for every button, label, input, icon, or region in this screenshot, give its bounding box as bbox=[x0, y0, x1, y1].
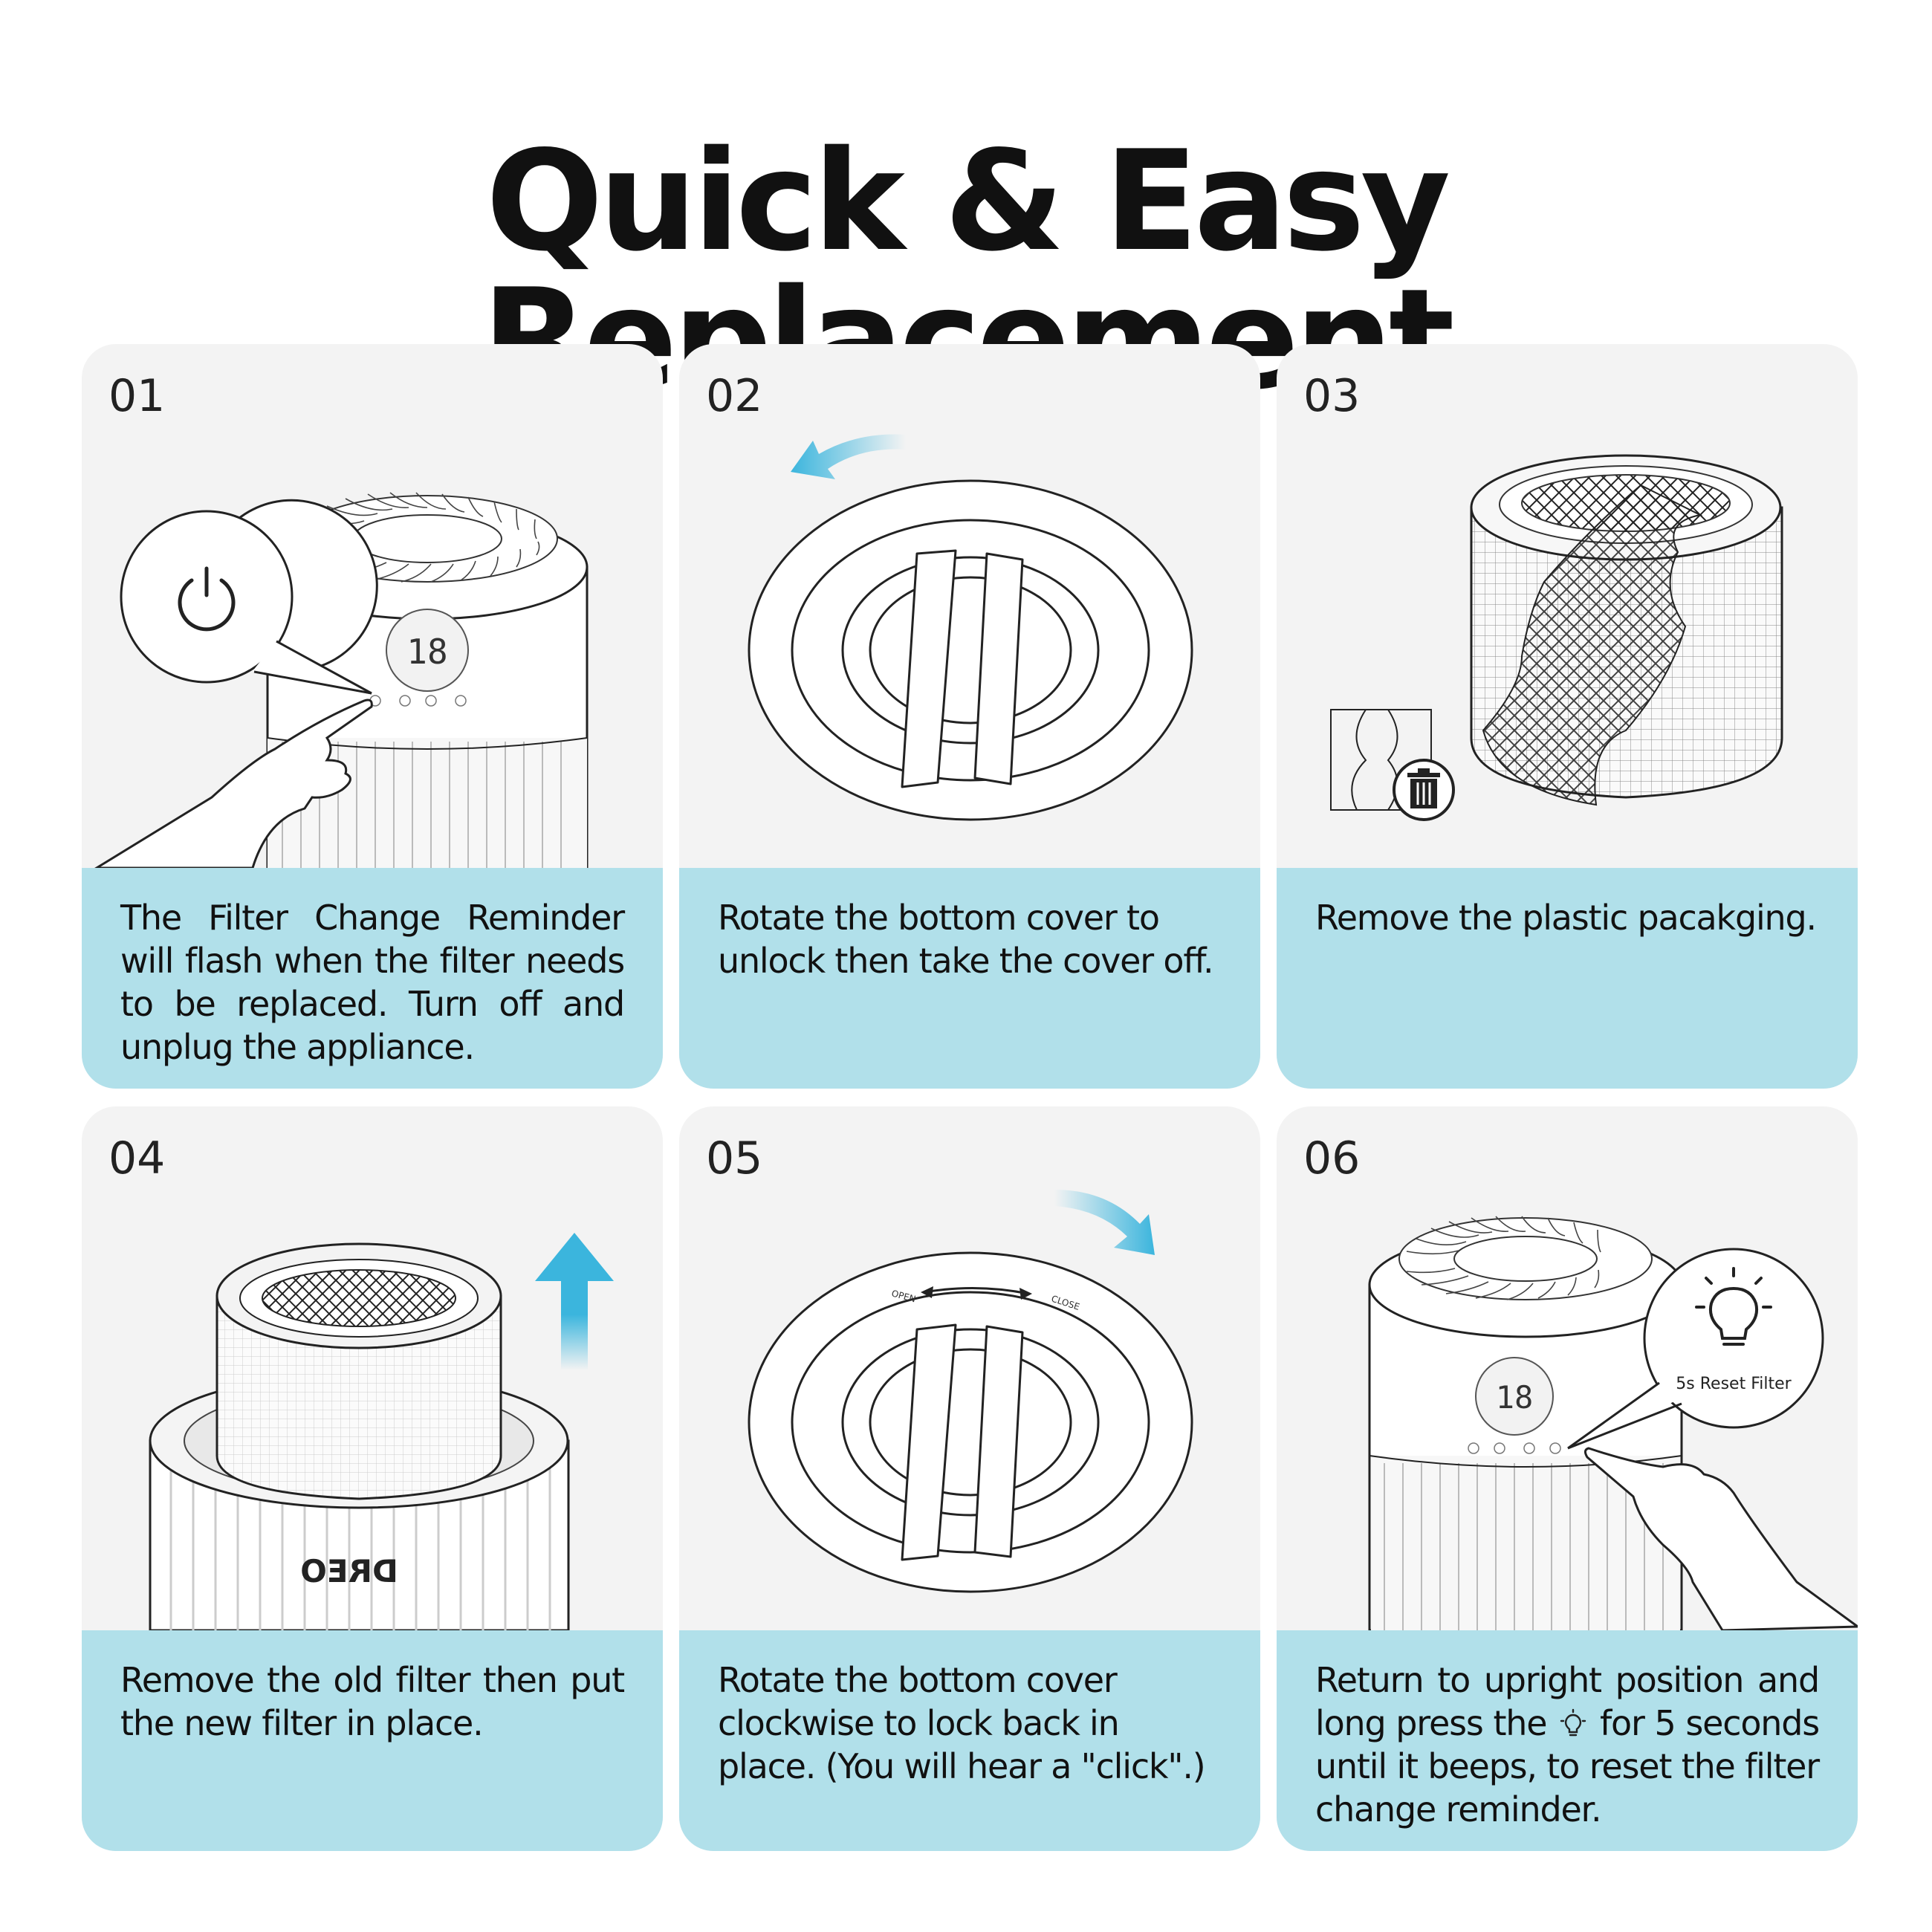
step-description-part-1: Return to upright position and long pres… bbox=[1315, 1660, 1820, 1743]
step-description: The Filter Change Reminder will flash wh… bbox=[82, 868, 663, 1089]
page-title: Quick & Easy Replacement bbox=[482, 120, 1454, 420]
step-description: Return to upright position and long pres… bbox=[1277, 1630, 1858, 1851]
purifier-power-illustration: 18 bbox=[94, 492, 589, 868]
bottom-cover-unlock-illustration bbox=[748, 434, 1193, 821]
hand-illustration bbox=[94, 698, 373, 868]
brand-logo: DREO bbox=[300, 1553, 398, 1589]
step-description: Remove the plastic pacakging. bbox=[1277, 868, 1858, 1089]
step-description: Rotate the bottom cover clockwise to loc… bbox=[679, 1630, 1260, 1851]
rotate-right-arrow-icon bbox=[1054, 1190, 1155, 1255]
bottom-cover-lock-illustration: OPEN CLOSE bbox=[748, 1190, 1193, 1593]
display-readout: 18 bbox=[1496, 1379, 1534, 1416]
step-description: Remove the old filter then put the new f… bbox=[82, 1630, 663, 1851]
step-card-05: OPEN CLOSE 05 Rotate the bottom cover cl… bbox=[679, 1106, 1260, 1851]
filter-insert-illustration: DREO bbox=[149, 1233, 614, 1630]
step-number: 02 bbox=[706, 370, 763, 422]
light-bulb-icon bbox=[1560, 1708, 1586, 1737]
step-number: 04 bbox=[108, 1132, 166, 1184]
step-number: 01 bbox=[108, 370, 166, 422]
reset-filter-illustration: 18 5s Reset Filter bbox=[1368, 1216, 1858, 1630]
step-card-06: 18 5s Reset Filter 06 Return to upright … bbox=[1277, 1106, 1858, 1851]
reset-filter-callout-label: 5s Reset Filter bbox=[1676, 1375, 1792, 1393]
step-number: 06 bbox=[1303, 1132, 1361, 1184]
power-icon bbox=[178, 566, 236, 632]
trash-icon bbox=[1393, 759, 1455, 821]
hand-illustration bbox=[1583, 1447, 1858, 1630]
step-description-part-2: for 5 seconds until it beeps, to reset t… bbox=[1315, 1703, 1820, 1829]
filter-unwrap-illustration bbox=[1330, 454, 1783, 821]
step-card-02: 02 Rotate the bottom cover to unlock the… bbox=[679, 344, 1260, 1089]
step-card-04: DREO 04 Remove the old filter then put t… bbox=[82, 1106, 663, 1851]
step-number: 05 bbox=[706, 1132, 763, 1184]
step-card-03: 03 Remove the plastic pacakging. bbox=[1277, 344, 1858, 1089]
light-bulb-icon bbox=[1695, 1267, 1772, 1346]
up-arrow-icon bbox=[535, 1233, 614, 1370]
display-readout: 18 bbox=[406, 632, 447, 672]
step-description: Rotate the bottom cover to unlock then t… bbox=[679, 868, 1260, 1089]
rotate-left-arrow-icon bbox=[791, 434, 906, 479]
step-card-01: 18 01 The Filter Change Reminder will fl… bbox=[82, 344, 663, 1089]
step-number: 03 bbox=[1303, 370, 1361, 422]
